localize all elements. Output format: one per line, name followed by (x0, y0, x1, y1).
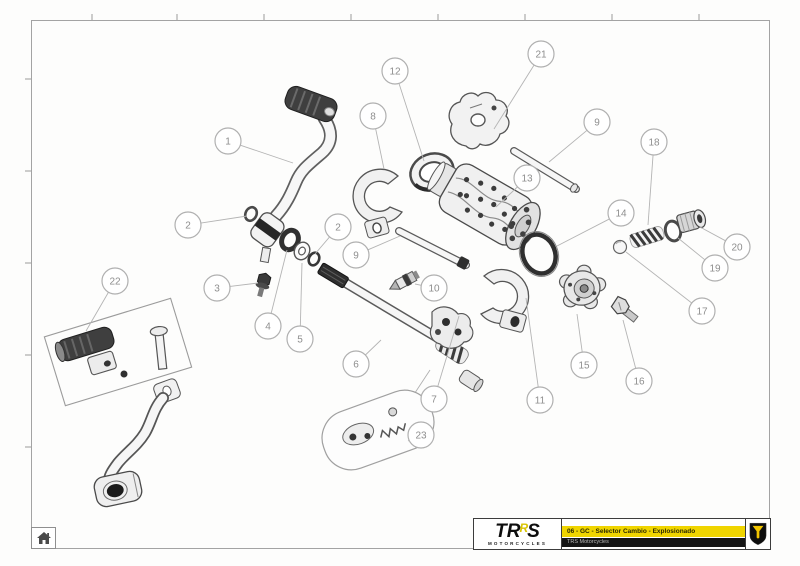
svg-text:3: 3 (214, 284, 220, 295)
svg-text:16: 16 (633, 377, 645, 388)
svg-text:9: 9 (594, 118, 600, 129)
balloon-2: 2 (324, 213, 352, 241)
brand-wordmark: TRRS (495, 520, 540, 542)
svg-text:15: 15 (578, 361, 590, 372)
balloon-9: 9 (583, 108, 611, 136)
balloon-13: 13 (513, 164, 541, 192)
balloon-20: 20 (723, 233, 751, 261)
svg-text:14: 14 (615, 209, 627, 220)
part-bolt-pedal (255, 272, 272, 298)
svg-text:10: 10 (428, 284, 440, 295)
part-shift-fork-right (479, 268, 530, 333)
document-sub-bar: TRS Motorcycles (562, 538, 745, 547)
svg-text:21: 21 (535, 50, 547, 61)
brand-shield-icon (749, 522, 767, 546)
balloon-8: 8 (359, 102, 387, 130)
balloon-10: 10 (420, 274, 448, 302)
brand-accent-letter: R (519, 520, 529, 535)
balloon-23: 23 (407, 421, 435, 449)
part-bolt-segment (610, 295, 639, 323)
part-gear-pedal-lower (43, 297, 193, 508)
svg-text:12: 12 (389, 67, 401, 78)
part-o-ring-left (243, 205, 259, 223)
pedal-rubber-grip (284, 85, 338, 123)
part-shift-drum (427, 161, 541, 251)
home-icon (36, 532, 51, 544)
part-gearchange-spindle (317, 262, 441, 342)
svg-text:20: 20 (731, 243, 743, 254)
home-button[interactable] (31, 527, 56, 549)
svg-text:17: 17 (696, 307, 708, 318)
part-detent-spring (629, 226, 665, 248)
part-shift-fork-left (352, 168, 404, 239)
svg-text:7: 7 (431, 395, 437, 406)
pedal-tip-boss (93, 470, 143, 508)
brand-sub-label: MOTORCYCLES (487, 541, 548, 546)
svg-text:6: 6 (353, 360, 359, 371)
balloon-4: 4 (254, 312, 282, 340)
svg-text:13: 13 (521, 174, 533, 185)
part-shift-cam-claw (448, 91, 510, 150)
balloon-14: 14 (607, 199, 635, 227)
balloon-18: 18 (640, 128, 668, 156)
svg-text:18: 18 (648, 138, 660, 149)
brand-logo: TRRS MOTORCYCLES (474, 519, 562, 549)
svg-text:5: 5 (297, 335, 303, 346)
svg-text:2: 2 (335, 223, 341, 234)
frame-zone-ticks (25, 14, 700, 448)
part-detent-plug (676, 209, 707, 233)
svg-text:8: 8 (370, 112, 376, 123)
part-fork-shaft-center (395, 227, 470, 270)
balloon-2: 2 (174, 211, 202, 239)
svg-text:22: 22 (109, 277, 121, 288)
balloon-19: 19 (701, 254, 729, 282)
balloon-9: 9 (342, 241, 370, 269)
balloon-17: 17 (688, 297, 716, 325)
part-pawl-detail-capsule (321, 389, 435, 471)
part-washer-flat (293, 241, 311, 261)
svg-text:19: 19 (709, 264, 721, 275)
part-ratchet-assembly (404, 306, 484, 409)
part-detent-plunger (388, 270, 420, 290)
drawing-frame (31, 20, 770, 549)
pedal-rubber-grip-lower (54, 326, 115, 363)
balloon-15: 15 (570, 351, 598, 379)
balloon-22: 22 (101, 267, 129, 295)
balloon-7: 7 (420, 385, 448, 413)
part-gear-pedal-upper (250, 85, 338, 264)
clevis-pin (149, 325, 168, 370)
part-washer-large (518, 231, 560, 277)
part-fork-shaft-upper (510, 147, 580, 193)
document-code-bar: 06 - GC - Selector Cambio - Explosionado (562, 526, 745, 537)
title-block: TRRS MOTORCYCLES 06 - GC - Selector Camb… (473, 518, 771, 550)
svg-text:4: 4 (265, 322, 271, 333)
brand-shield (746, 519, 770, 549)
svg-text:2: 2 (185, 221, 191, 232)
part-detent-ball (612, 239, 628, 255)
balloon-5: 5 (286, 325, 314, 353)
svg-text:9: 9 (353, 251, 359, 262)
svg-text:11: 11 (535, 396, 546, 407)
balloon-leader-lines (85, 64, 726, 442)
balloon-16: 16 (625, 367, 653, 395)
balloon-6: 6 (342, 350, 370, 378)
balloon-1: 1 (214, 127, 242, 155)
svg-text:1: 1 (225, 137, 231, 148)
part-star-segment (558, 264, 607, 310)
part-o-ring-right (307, 251, 321, 267)
balloon-12: 12 (381, 57, 409, 85)
balloon-3: 3 (203, 274, 231, 302)
title-block-fields: 06 - GC - Selector Cambio - Explosionado… (562, 519, 746, 549)
drum-holes (457, 177, 532, 242)
balloon-21: 21 (527, 40, 555, 68)
pedal-clamp-boss (250, 212, 285, 248)
part-washer-dark (279, 227, 301, 253)
balloon-11: 11 (526, 386, 554, 414)
svg-text:23: 23 (415, 431, 427, 442)
detail-boundary-box (43, 297, 193, 407)
